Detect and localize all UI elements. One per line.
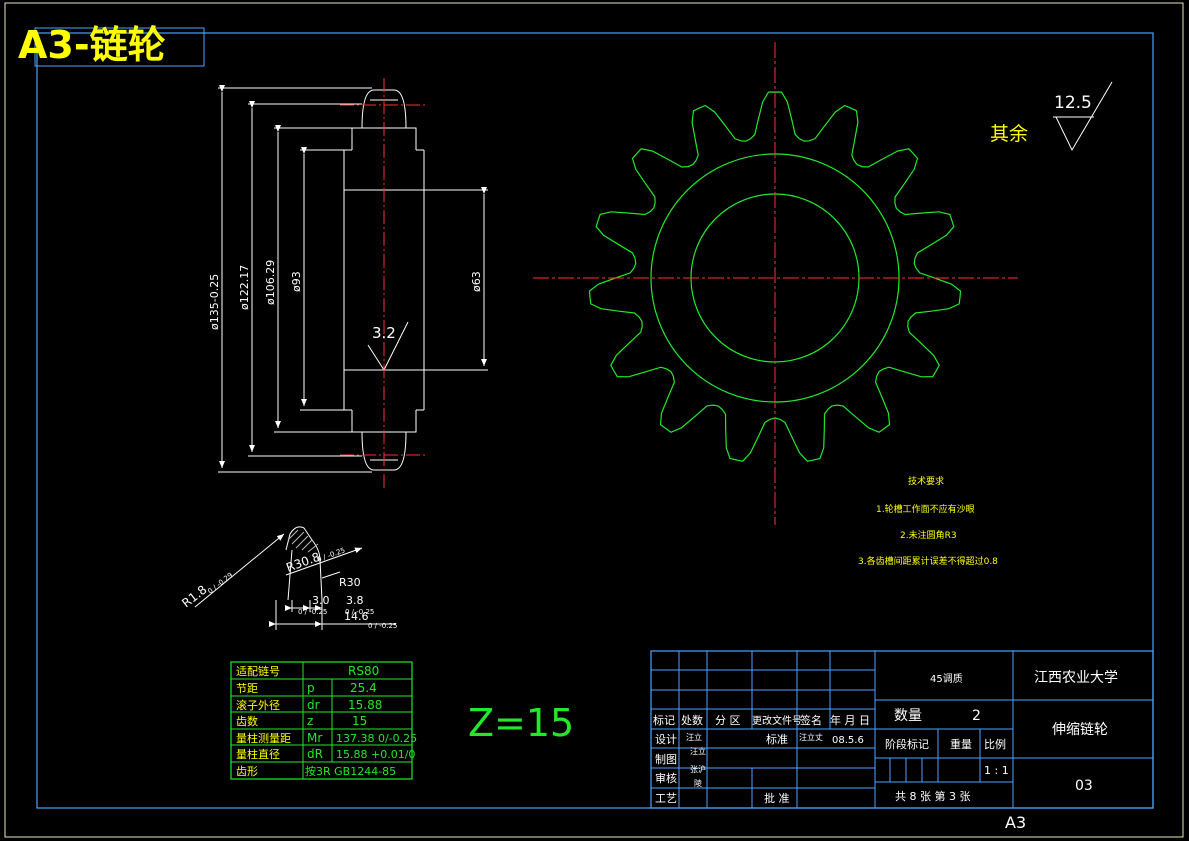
tb-part-name: 伸缩链轮: [1052, 722, 1108, 738]
param-name-2: 滚子外径: [236, 698, 280, 712]
tb-sig-0: 汪立: [686, 732, 702, 742]
side-centerlines: [340, 78, 428, 490]
tb-hdr-0: 标记: [653, 713, 675, 727]
sheet-border: [36, 32, 1154, 809]
profile-r1: R1.8: [179, 582, 209, 610]
param-sym-5: dR: [307, 747, 323, 761]
drawing-title: A3-链轮: [18, 23, 166, 67]
param-value-1: 25.4: [350, 681, 377, 695]
tooth-profile-labels: R1.8 0 / -0.29 R30.8 0 / -0.25 R30 3.0 0…: [179, 546, 397, 630]
roughness-rest-label: 其余: [990, 123, 1028, 145]
tb-hdr-5: 年 月 日: [830, 713, 870, 727]
gear-outline: [588, 91, 962, 462]
params-table: 适配链号 节距 滚子外径 齿数 量柱测量距 量柱直径 齿形 p dr z Mr …: [230, 661, 417, 780]
tech-item-3: 3.各齿槽间距累计误差不得超过0.8: [858, 555, 998, 567]
tb-hdr-2: 分 区: [715, 714, 741, 727]
tb-school: 江西农业大学: [1034, 670, 1118, 686]
tb-hdr-4: 签名: [800, 713, 822, 727]
dim-label-63: ø63: [470, 271, 483, 292]
param-sym-4: Mr: [307, 731, 322, 745]
profile-r30b: R30: [339, 576, 361, 589]
profile-outline: [285, 526, 323, 601]
profile-w3-tol: 0 / -0.25: [368, 622, 397, 630]
tb-design: 设计: [655, 733, 677, 746]
tech-title: 技术要求: [908, 475, 944, 487]
front-view: [533, 42, 1018, 525]
tb-date: 08.5.6: [832, 735, 864, 746]
sheet-format-label: A3: [1005, 813, 1026, 832]
param-sym-2: dr: [307, 698, 320, 712]
param-value-6: 按3R GB1244-85: [305, 764, 396, 778]
tb-scale-value: 1 : 1: [984, 764, 1009, 777]
teeth-count-label: Z=15: [468, 701, 574, 745]
dim-label-106: ø106.29: [264, 260, 277, 305]
tooth-profile-detail: [194, 526, 396, 630]
param-name-3: 齿数: [236, 715, 258, 728]
profile-w2: 3.8: [346, 594, 364, 607]
param-name-0: 适配链号: [236, 664, 280, 678]
param-value-5: 15.88 +0.01/0: [336, 748, 415, 761]
leader-r1: [194, 533, 285, 608]
profile-w1: 3.0: [312, 594, 330, 607]
tech-requirements: 技术要求 1.轮槽工作面不应有沙眼 2.未注圆角R3 3.各齿槽间距累计误差不得…: [858, 475, 998, 567]
tb-qty-label: 数量: [894, 708, 922, 724]
side-dim-labels: ø135-0.25 ø122.17 ø106.29 ø93 ø63 3.2: [208, 260, 483, 342]
param-sym-1: p: [307, 681, 315, 695]
title-block: 标记 处数 分 区 更改文件号 签名 年 月 日 设计 制图 审核 工艺 标准 …: [650, 650, 1154, 809]
profile-w2-tol: 0 / -0.25: [345, 608, 374, 616]
param-name-1: 节距: [236, 682, 258, 695]
tb-drafter: 制图: [655, 753, 677, 766]
roughness-bore-value: 3.2: [372, 324, 396, 342]
param-value-4: 137.38 0/-0.25: [336, 732, 417, 745]
tb-review: 审核: [655, 771, 677, 785]
side-view: [218, 85, 488, 473]
tb-hdr-3: 更改文件号: [752, 714, 802, 727]
tb-hdr-1: 处数: [681, 714, 703, 727]
tb-scale-label: 比例: [984, 737, 1006, 751]
profile-hatch: [287, 529, 319, 553]
tb-qty-value: 2: [972, 708, 981, 724]
tb-standard: 标准: [766, 732, 788, 746]
tb-sig-3: 陵: [694, 779, 702, 788]
param-sym-3: z: [307, 714, 313, 728]
leader-r30a: [285, 547, 363, 576]
profile-r1-tol: 0 / -0.29: [206, 571, 234, 595]
tech-item-1: 1.轮槽工作面不应有沙眼: [876, 503, 975, 515]
tb-weight-label: 重量: [950, 737, 972, 751]
param-name-6: 齿形: [236, 765, 258, 778]
param-name-4: 量柱测量距: [236, 731, 291, 745]
roughness-rest-value: 12.5: [1054, 93, 1092, 113]
param-name-5: 量柱直径: [236, 747, 280, 761]
tb-signer: 汪立丈: [799, 732, 823, 742]
sheet-outer-frame: [4, 2, 1184, 838]
extension-lines: [218, 87, 488, 473]
dim-label-122: ø122.17: [238, 265, 251, 310]
front-centerlines: [533, 42, 1018, 525]
param-value-3: 15: [352, 714, 367, 728]
profile-w3: 14.6: [344, 610, 369, 623]
tech-item-2: 2.未注圆角R3: [900, 529, 957, 541]
profile-r30a: R30.8: [284, 550, 322, 575]
tb-stage-label: 阶段标记: [885, 737, 929, 751]
profile-r30a-tol: 0 / -0.25: [316, 546, 346, 564]
tb-approve: 批 准: [764, 791, 790, 805]
tb-drawing-no: 03: [1075, 778, 1093, 794]
dim-label-93: ø93: [290, 271, 303, 292]
param-value-0: RS80: [348, 664, 379, 678]
param-value-2: 15.88: [348, 698, 382, 712]
roughness-rest: 其余 12.5: [990, 81, 1113, 152]
profile-w1-tol: 0 / -0.25: [298, 608, 327, 616]
title-box: [34, 27, 205, 67]
tb-process: 工艺: [655, 792, 677, 805]
tb-material: 45调质: [930, 673, 963, 685]
tb-sheets: 共 8 张 第 3 张: [895, 789, 970, 803]
roughness-rest-symbol: [1053, 81, 1113, 152]
tb-sig-1: 汪立: [690, 746, 706, 756]
tb-sig-2: 张沪: [690, 764, 706, 774]
leader-r30b: [321, 571, 341, 579]
dim-label-135: ø135-0.25: [208, 274, 221, 330]
